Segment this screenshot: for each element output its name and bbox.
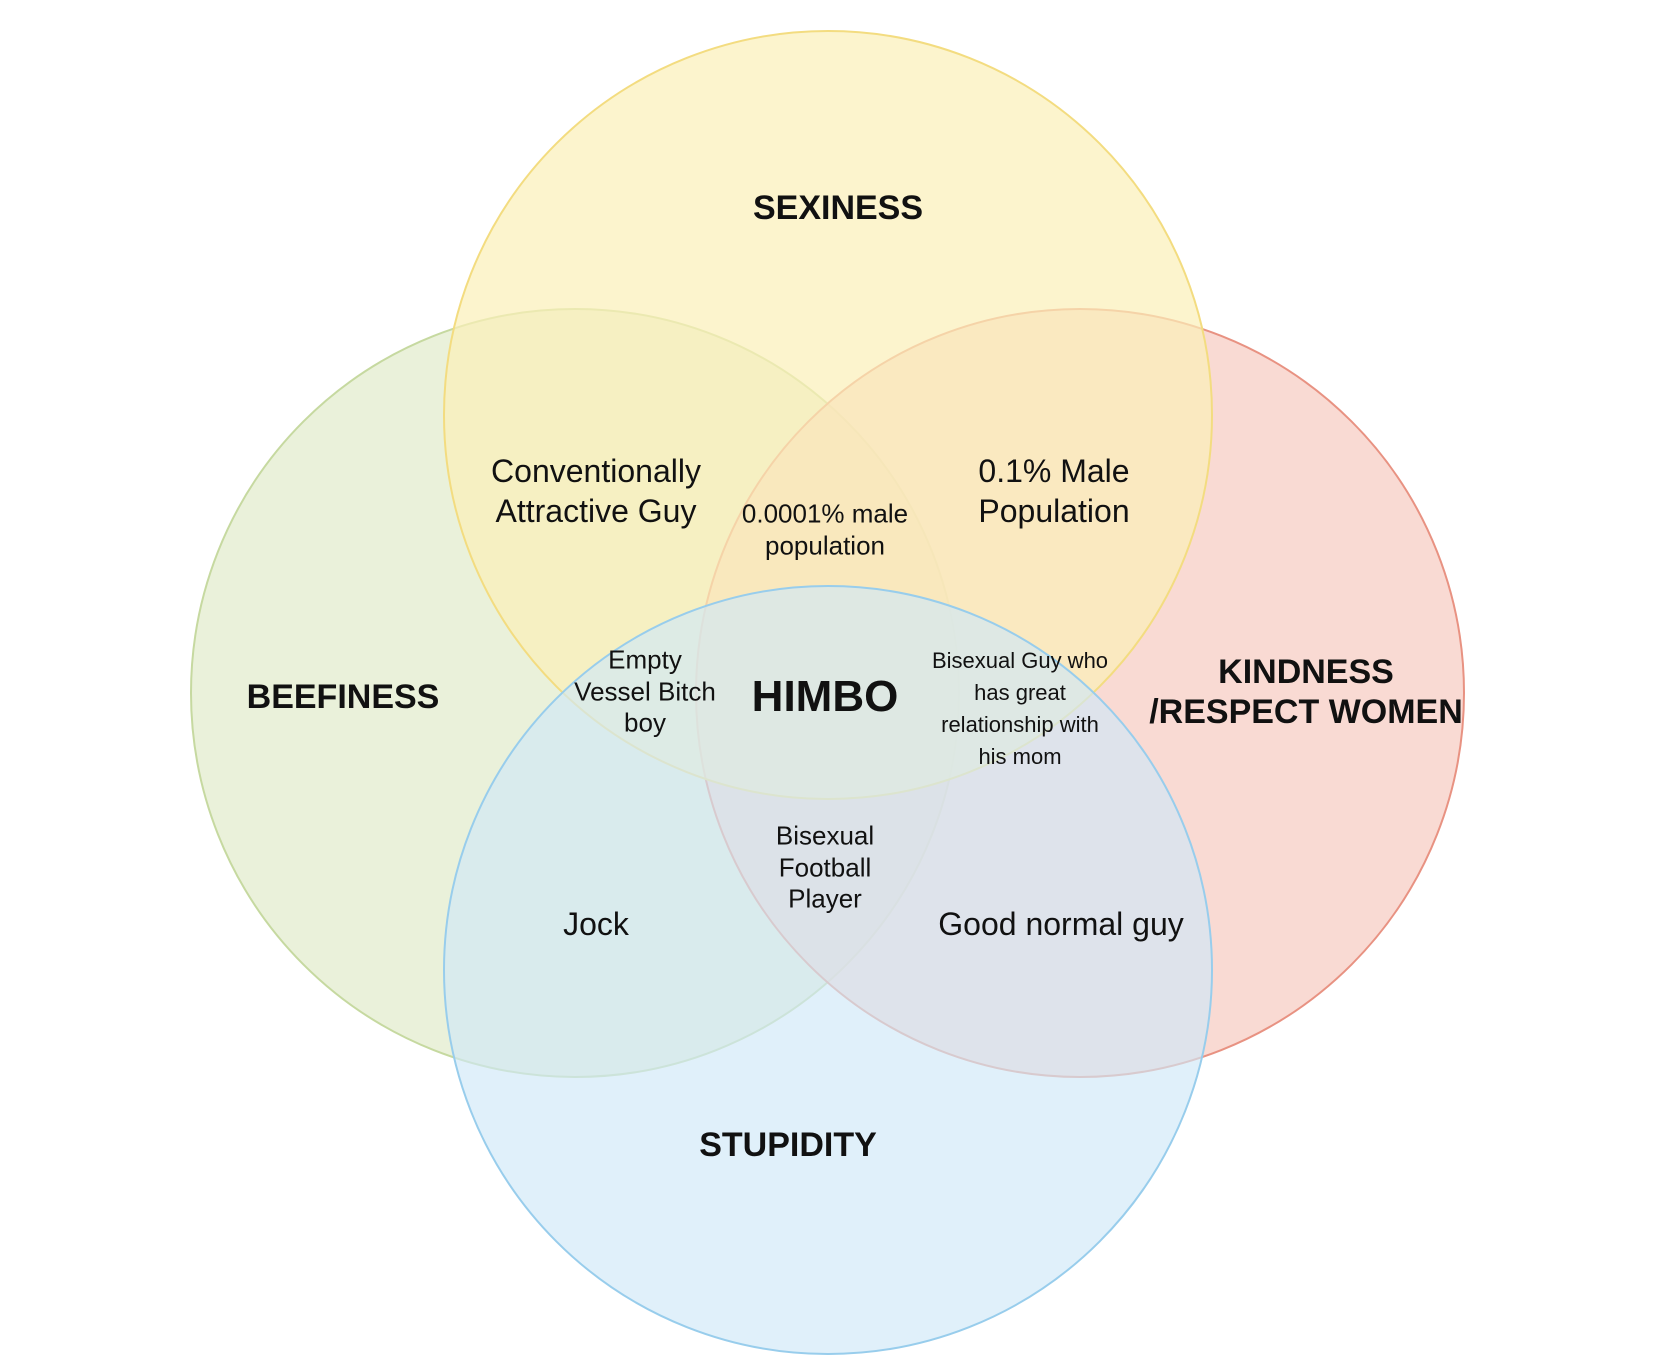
region-conventionally-attractive-guy: Conventionally Attractive Guy [491, 453, 701, 529]
circle-stupidity [443, 585, 1213, 1355]
label-sexiness: SEXINESS [752, 188, 924, 227]
region-01-percent-male: 0.1% Male Population [978, 453, 1130, 529]
region-empty-vessel: Empty Vessel Bitch boy [574, 644, 716, 738]
region-good-normal-guy: Good normal guy [938, 906, 1184, 942]
region-himbo: HIMBO [751, 672, 899, 722]
label-beefiness: BEEFINESS [246, 677, 440, 716]
label-kindness: KINDNESS /RESPECT WOMEN [1149, 652, 1463, 731]
region-bisexual-mom: Bisexual Guy who has great relationship … [931, 648, 1109, 769]
region-0001-percent-male: 0.0001% male population [741, 498, 909, 560]
label-stupidity: STUPIDITY [699, 1125, 877, 1164]
region-jock: Jock [563, 906, 629, 942]
region-bisexual-football-player: Bisexual Football Player [775, 820, 875, 914]
